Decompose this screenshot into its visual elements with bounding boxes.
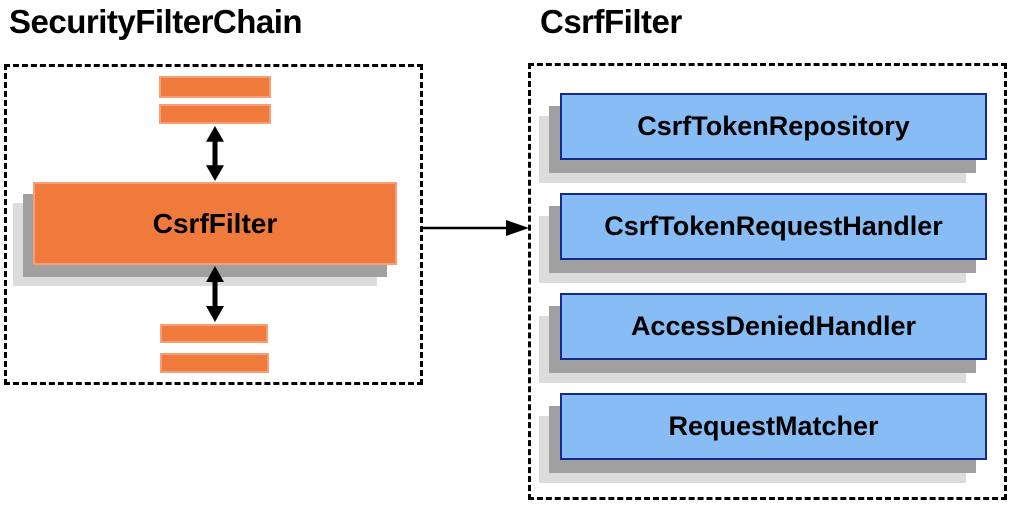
component-label: AccessDeniedHandler [630,311,917,341]
filter-placeholder-bar [159,104,271,124]
filter-placeholder-bar [160,324,268,343]
csrf-filter-components-container: CsrfTokenRepository CsrfTokenRequestHand… [528,63,1007,500]
component-label: CsrfTokenRepository [637,111,910,141]
csrf-filter-node: CsrfFilter [33,182,397,265]
component-box-request-matcher: RequestMatcher [560,393,987,460]
security-filter-chain-container: CsrfFilter [4,64,423,385]
component-box-csrf-token-repository: CsrfTokenRepository [560,93,987,160]
component-label: RequestMatcher [668,411,879,441]
bidirectional-arrow-icon [206,126,224,181]
csrf-filter-label: CsrfFilter [152,207,278,239]
component-box-csrf-token-request-handler: CsrfTokenRequestHandler [560,193,987,260]
bidirectional-arrow-icon [206,266,224,322]
filter-placeholder-bar [160,353,269,373]
flow-arrow-icon [423,220,529,236]
component-box-access-denied-handler: AccessDeniedHandler [560,293,987,360]
component-label: CsrfTokenRequestHandler [604,211,943,241]
left-panel-title: SecurityFilterChain [9,3,303,40]
filter-placeholder-bar [159,76,271,98]
right-panel-title: CsrfFilter [540,3,682,40]
